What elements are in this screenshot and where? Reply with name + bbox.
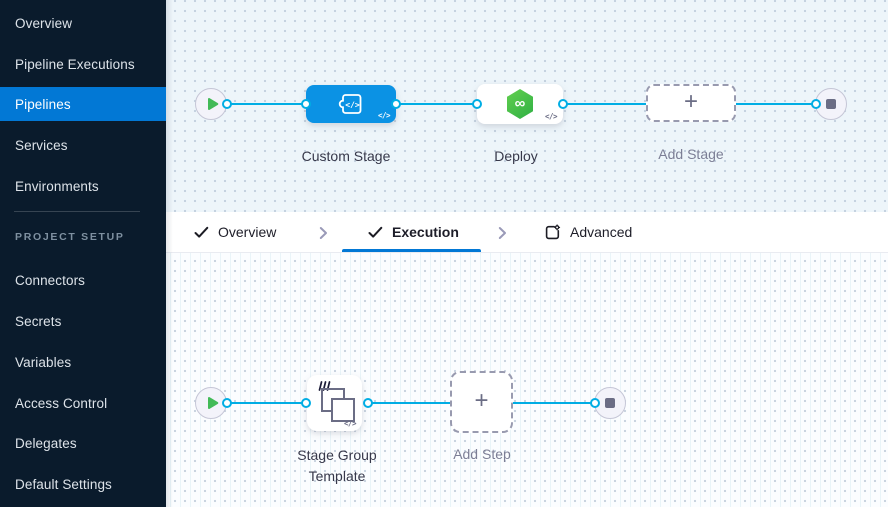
check-icon	[368, 226, 383, 239]
stop-icon	[826, 99, 836, 109]
tab-execution[interactable]: Execution	[368, 212, 459, 252]
sidebar-item-access-control[interactable]: Access Control	[0, 386, 166, 420]
tab-overview[interactable]: Overview	[194, 212, 276, 252]
node-label-stage-group-template: Stage Group Template	[297, 447, 377, 484]
custom-stage-node[interactable]: </> </>	[306, 85, 396, 123]
port-end-in[interactable]	[590, 398, 600, 408]
sidebar-item-connectors[interactable]: Connectors	[0, 263, 166, 297]
sidebar-item-label: Overview	[15, 15, 73, 31]
sidebar-item-label: Pipeline Executions	[15, 56, 135, 72]
stage-group-template-node[interactable]: </>	[307, 375, 362, 431]
sidebar-item-environments[interactable]: Environments	[0, 169, 166, 203]
sidebar-item-pipelines[interactable]: Pipelines	[0, 87, 166, 121]
node-label-add-step: Add Step	[453, 446, 511, 462]
sidebar-item-delegates[interactable]: Delegates	[0, 426, 166, 460]
deploy-stage-node[interactable]: ∞ </>	[477, 84, 563, 124]
check-icon	[194, 226, 209, 239]
sidebar-item-variables[interactable]: Variables	[0, 345, 166, 379]
sidebar-divider	[14, 211, 140, 212]
chevron-right-icon	[498, 226, 507, 245]
node-label-add-stage: Add Stage	[658, 146, 724, 162]
tab-label: Advanced	[570, 224, 633, 240]
chevron-right-icon	[319, 226, 328, 245]
play-icon	[207, 396, 219, 410]
advanced-settings-icon	[544, 223, 561, 241]
execution-graph-canvas[interactable]: </> + Stage Group Template Add Step	[166, 253, 888, 507]
code-badge-icon: </>	[343, 419, 357, 428]
port-custom-stage-out[interactable]	[391, 99, 401, 109]
node-label-deploy: Deploy	[494, 148, 538, 164]
code-badge-icon: </>	[544, 112, 558, 121]
sidebar-item-pipeline-executions[interactable]: Pipeline Executions	[0, 47, 166, 81]
port-stage-group-out[interactable]	[363, 398, 373, 408]
sidebar: Overview Pipeline Executions Pipelines S…	[0, 0, 166, 507]
tab-advanced[interactable]: Advanced	[544, 212, 632, 252]
edge-add-step-to-end	[513, 402, 595, 404]
port-custom-stage-in[interactable]	[301, 99, 311, 109]
pipeline-start-node	[195, 88, 227, 120]
sidebar-item-label: Variables	[15, 354, 72, 370]
edge-start-to-custom-stage	[227, 103, 306, 105]
stage-group-template-icon	[307, 375, 362, 431]
sidebar-item-secrets[interactable]: Secrets	[0, 304, 166, 338]
code-badge-icon: </>	[377, 111, 391, 120]
sidebar-item-label: Pipelines	[15, 96, 71, 112]
pipeline-canvas: </> </> ∞ </> +	[166, 0, 888, 507]
plus-icon: +	[474, 387, 489, 414]
sidebar-item-label: Default Settings	[15, 476, 112, 492]
sidebar-item-label: Services	[15, 137, 68, 153]
stage-graph-canvas[interactable]: </> </> ∞ </> +	[166, 0, 888, 212]
sidebar-item-default-settings[interactable]: Default Settings	[0, 467, 166, 501]
edge-add-stage-to-end	[736, 103, 816, 105]
tab-label: Execution	[392, 224, 459, 240]
edge-custom-stage-to-deploy	[396, 103, 477, 105]
port-deploy-out[interactable]	[558, 99, 568, 109]
add-stage-button[interactable]: +	[646, 84, 736, 122]
edge-stage-group-to-add-step	[368, 402, 450, 404]
stage-config-tabs: Overview Execution	[166, 212, 888, 253]
node-label-custom-stage: Custom Stage	[301, 148, 391, 164]
sidebar-item-overview[interactable]: Overview	[0, 6, 166, 40]
sidebar-item-label: Connectors	[15, 272, 86, 288]
tab-label: Overview	[218, 224, 277, 240]
sidebar-item-services[interactable]: Services	[0, 128, 166, 162]
deploy-cd-icon: ∞	[507, 89, 533, 119]
custom-stage-icon: </>	[337, 92, 365, 116]
add-step-button[interactable]: +	[450, 371, 513, 433]
edge-start-to-stage-group	[227, 402, 306, 404]
sidebar-item-label: Access Control	[15, 395, 108, 411]
port-start-out[interactable]	[222, 398, 232, 408]
stop-icon	[605, 398, 615, 408]
sidebar-item-label: Secrets	[15, 313, 62, 329]
edge-deploy-to-add-stage	[563, 103, 646, 105]
plus-icon: +	[683, 88, 698, 115]
port-end-in[interactable]	[811, 99, 821, 109]
project-setup-heading: PROJECT SETUP	[15, 231, 125, 243]
active-tab-underline	[342, 249, 481, 252]
port-deploy-in[interactable]	[472, 99, 482, 109]
sidebar-item-label: Environments	[15, 178, 99, 194]
sidebar-item-label: Delegates	[15, 435, 77, 451]
port-start-out[interactable]	[222, 99, 232, 109]
port-stage-group-in[interactable]	[301, 398, 311, 408]
execution-start-node	[195, 387, 227, 419]
svg-text:</>: </>	[345, 101, 360, 110]
play-icon	[207, 97, 219, 111]
